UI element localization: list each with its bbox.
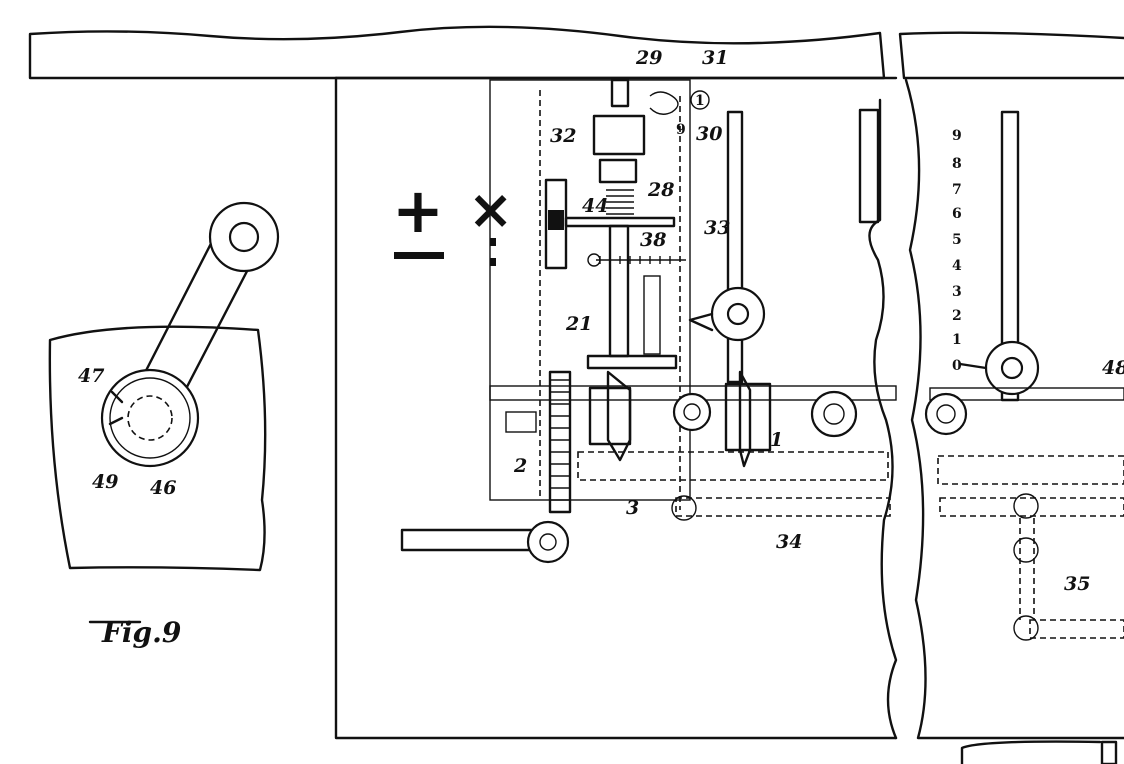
figure-caption: Fig.9 <box>88 616 181 649</box>
ref-38: 38 <box>640 229 666 251</box>
lower-rods <box>577 451 1124 641</box>
counter-strip <box>544 178 568 270</box>
ref-3: 3 <box>626 497 639 519</box>
ref-49: 49 <box>92 471 118 493</box>
dial-digit: 9 <box>952 128 962 144</box>
ref-48: 48 <box>1102 357 1124 379</box>
dial-digit: 4 <box>952 258 962 274</box>
dial-digit: 3 <box>952 284 962 300</box>
ref-31: 31 <box>702 47 728 69</box>
ref-1: 1 <box>770 429 783 451</box>
dial-digit: 7 <box>952 182 962 198</box>
stem-assembly: 1 9 <box>564 78 710 370</box>
ref-30: 30 <box>696 123 722 145</box>
ref-47: 47 <box>78 365 104 387</box>
slot-bar <box>858 108 880 224</box>
ref-46: 46 <box>150 477 176 499</box>
times-symbol: × <box>468 178 513 241</box>
dial-digit: 1 <box>952 332 962 348</box>
ref-35: 35 <box>1064 573 1090 595</box>
ref-33: 33 <box>704 217 730 239</box>
minus-symbol-bar <box>394 252 444 259</box>
setting-lever-2 <box>958 110 1040 402</box>
crank-detail <box>48 201 280 572</box>
dial-digit: 5 <box>952 232 962 248</box>
dial-digits: 9 8 7 6 5 4 3 2 1 0 <box>952 128 962 374</box>
ref-2: 2 <box>513 455 527 477</box>
main-shaft <box>489 370 1124 514</box>
dial-digit: 0 <box>952 358 962 374</box>
ref-32: 32 <box>550 125 576 147</box>
dial-digit: 8 <box>952 156 962 172</box>
housing-plate-left <box>334 76 898 740</box>
lower-knob-bar <box>400 520 570 564</box>
bottom-right-detail <box>960 740 1118 764</box>
housing-plate-right <box>904 78 1124 740</box>
top-rail <box>28 25 1124 80</box>
ref-44: 44 <box>582 195 608 217</box>
reference-numerals: 29 31 32 30 28 44 33 38 21 1 2 3 34 35 4… <box>78 47 1124 595</box>
circled-one: 1 <box>695 93 705 109</box>
ref-28: 28 <box>647 179 674 201</box>
plus-symbol: + <box>392 174 444 247</box>
dial-digit: 6 <box>952 206 962 222</box>
ref-29: 29 <box>635 47 662 69</box>
ref-34: 34 <box>776 531 802 553</box>
setting-lever-1 <box>688 110 766 384</box>
nine-mark: 9 <box>676 122 686 138</box>
ref-21: 21 <box>565 313 592 335</box>
operation-symbols: + × <box>392 174 513 266</box>
inner-frame <box>489 79 691 510</box>
dial-digit: 2 <box>952 308 962 324</box>
